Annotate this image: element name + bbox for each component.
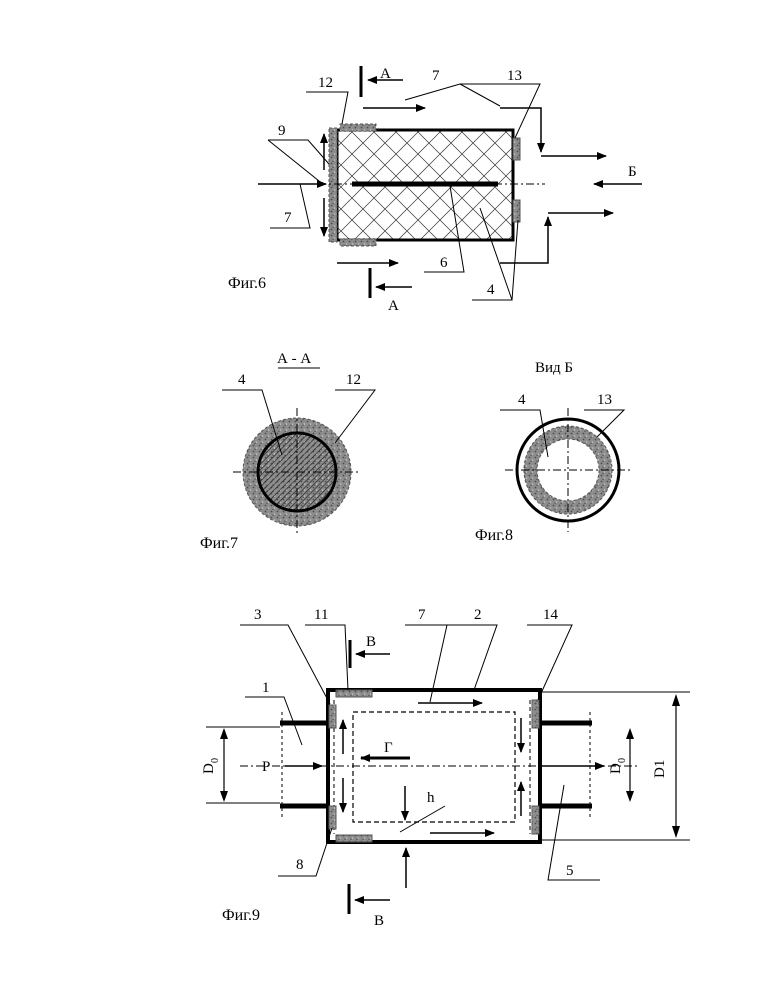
fig9-seal-14 (532, 700, 539, 728)
fig9-dim-d0-right-arrow-bottom (626, 791, 634, 802)
fig9-leader-3 (240, 625, 330, 704)
fig9-leader-5 (548, 785, 600, 880)
fig8-label-4: 4 (518, 392, 526, 408)
fig9-seal-left-top (329, 705, 336, 728)
fig8-title: Вид Б (535, 360, 573, 376)
fig9-dim-label-d1: D1 (652, 760, 668, 778)
fig6-leader-9 (268, 140, 329, 164)
fig9-label-2: 2 (474, 607, 482, 623)
fig9-label-5: 5 (566, 863, 574, 879)
fig6-end-plate-9 (329, 128, 337, 242)
svg-text:D: D (608, 763, 624, 774)
fig9-dim-label-d0-right-sub: 0 (617, 758, 628, 763)
fig8-label-13: 13 (597, 392, 612, 408)
fig9-leader-1 (245, 697, 302, 745)
fig9-label-8: 8 (296, 857, 304, 873)
fig7-title: А - А (277, 351, 311, 367)
fig6-label-6: 6 (440, 255, 448, 271)
svg-text:D: D (201, 763, 217, 774)
fig7-label-12: 12 (346, 372, 361, 388)
fig9-label-1: 1 (262, 680, 270, 696)
fig6-label-7a: 7 (432, 68, 440, 84)
fig9-section-letter-top: В (366, 634, 376, 650)
svg-text:D1: D1 (652, 760, 668, 778)
fig6-label-13: 13 (507, 68, 522, 84)
fig9-dim-d1-arrow-bottom (672, 826, 680, 838)
fig9-label-h: h (427, 790, 435, 806)
fig9-dim-d1-arrow-top (672, 694, 680, 706)
fig6-element-13-bottom (513, 200, 520, 222)
fig8: Вид Б 4 13 Фиг.8 (475, 360, 631, 544)
fig6-leader-12 (306, 92, 348, 124)
fig7: А - А 4 12 Фиг.7 (200, 351, 375, 552)
fig6-caption: Фиг.6 (228, 275, 266, 292)
fig9-leader-11 (305, 625, 348, 690)
fig6-section-letter-top: А (380, 66, 391, 82)
fig6-leader-7a-2 (460, 84, 500, 106)
fig9-dim-d0-right-arrow-top (626, 728, 634, 739)
fig9-dim-d0-left-arrow-bottom (220, 791, 228, 802)
fig9-label-7: 7 (418, 607, 426, 623)
fig6-label-9: 9 (278, 123, 286, 139)
fig6-section-letter-bottom: А (388, 298, 399, 314)
fig6-element-13 (513, 138, 520, 160)
fig6-label-4: 4 (487, 282, 495, 298)
fig9-seal-11 (336, 690, 372, 697)
fig9-label-gamma: Г (384, 740, 393, 756)
fig9-caption: Фиг.9 (222, 907, 260, 924)
fig7-leader-12 (335, 390, 375, 443)
fig9-seal-right-bottom (532, 806, 539, 834)
fig6-element-12-bottom (340, 239, 376, 246)
fig6: 12 А 7 13 9 7 Б 6 4 А Фиг.6 (228, 66, 642, 314)
fig6-leader-9-2 (268, 140, 324, 185)
fig7-label-4: 4 (238, 372, 246, 388)
fig6-label-12: 12 (318, 75, 333, 91)
fig8-caption: Фиг.8 (475, 527, 513, 544)
fig9-dim-d0-left-arrow-top (220, 728, 228, 739)
fig9-label-11: 11 (314, 607, 328, 623)
fig6-view-letter: Б (628, 164, 637, 180)
fig9-label-14: 14 (543, 607, 559, 623)
fig9-seal-8 (336, 835, 372, 842)
fig9-dim-label-d0-left-sub: 0 (210, 758, 221, 763)
fig9-section-letter-bottom: В (374, 913, 384, 929)
fig6-element-12 (340, 124, 376, 131)
fig9-leader-h (400, 806, 445, 832)
fig6-label-7b: 7 (284, 210, 292, 226)
fig9-label-3: 3 (254, 607, 262, 623)
fig9-seal-left-bottom (329, 806, 336, 829)
fig9-label-p: Р (262, 759, 270, 775)
fig9-leader-2 (447, 625, 497, 690)
fig7-caption: Фиг.7 (200, 535, 238, 552)
fig9-dim-label-d0-left: D 0 (201, 758, 221, 774)
fig9: 3 11 7 2 14 В 1 Г Р h 8 5 В Фиг.9 D 0 D … (201, 607, 690, 929)
fig9-leader-8 (278, 828, 332, 876)
